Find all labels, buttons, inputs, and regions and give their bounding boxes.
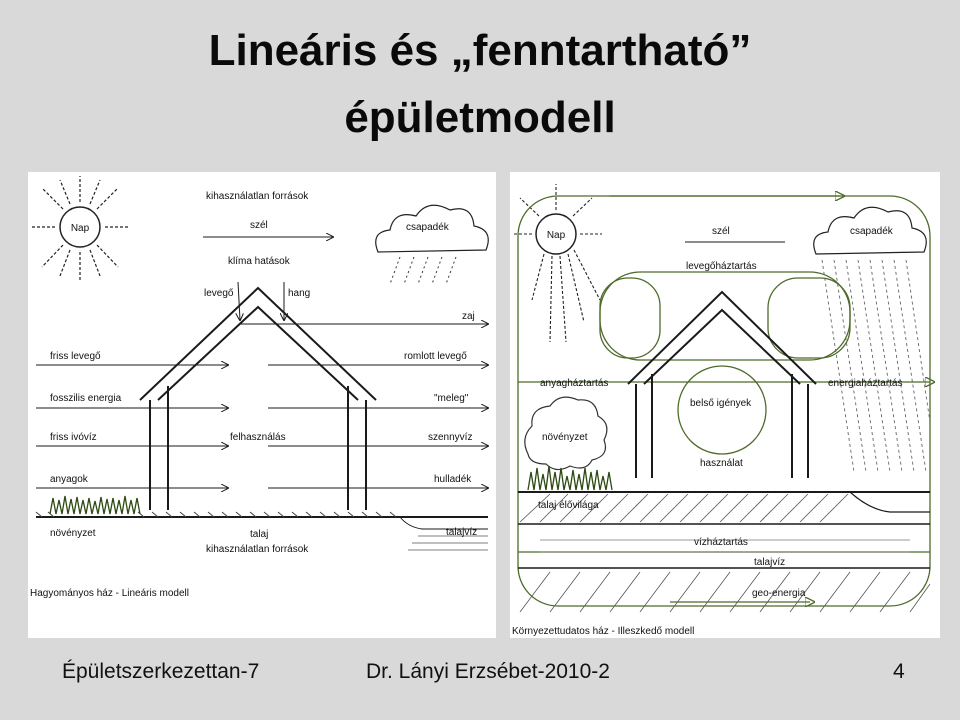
vegetation-label: növényzet [50, 528, 96, 539]
air-arrow [238, 281, 240, 320]
sound-label: hang [288, 288, 310, 299]
wind-label: szél [250, 220, 268, 231]
geothermal-label: geo-energia [752, 588, 806, 599]
slide-title-line-2: épületmodell [344, 93, 616, 142]
grass-icon [49, 495, 141, 515]
soil-life-label: talaj élővilága [538, 500, 599, 511]
ground-section [518, 491, 931, 613]
noise-label: zaj [462, 311, 475, 322]
spoiled-air-label: romlott levegő [404, 351, 467, 362]
precipitation-label: csapadék [850, 226, 894, 237]
material-balance-label: anyagháztartás [540, 378, 608, 389]
footer-course: Épületszerkezettan-7 [62, 660, 260, 683]
soil-label: talaj [250, 529, 268, 540]
sun-label: Nap [71, 223, 90, 234]
fossil-energy-label: fosszilis energia [50, 393, 122, 404]
sustainable-model-caption: Környezettudatos ház - Illeszkedő modell [512, 626, 694, 637]
unused-sources-bottom-label: kihasználatlan források [206, 544, 309, 555]
house-outline [139, 286, 377, 510]
sun-icon [514, 184, 602, 343]
waste-label: hulladék [434, 474, 472, 485]
groundwater-label: talajvíz [754, 557, 785, 568]
sewage-label: szennyvíz [428, 432, 472, 443]
slide-title-line-1: Lineáris és „fenntartható” [208, 26, 752, 75]
wind-label: szél [712, 226, 730, 237]
footer-author: Dr. Lányi Erzsébet-2010-2 [366, 660, 610, 683]
climate-label: klíma hatások [228, 256, 291, 267]
linear-model-diagram: Nap kihasználatlan források szél klíma h… [28, 172, 496, 638]
energy-balance-label: energiaháztartás [828, 378, 903, 389]
air-balance-label: levegőháztartás [686, 261, 757, 272]
inner-needs-label: belső igények [690, 398, 752, 409]
tree-icon [524, 396, 608, 471]
cloud-icon [375, 204, 489, 285]
linear-model-caption: Hagyományos ház - Lineáris modell [30, 588, 189, 599]
sun-icon [30, 176, 128, 280]
house-outline [627, 290, 817, 478]
sun-label: Nap [547, 230, 566, 241]
groundwater-label: talajvíz [446, 527, 477, 538]
unused-sources-top-label: kihasználatlan források [206, 191, 309, 202]
water-balance-label: vízháztartás [694, 537, 748, 548]
air-label: levegő [204, 288, 234, 299]
precipitation-label: csapadék [406, 222, 450, 233]
sustainable-model-diagram: Nap szél levegőháztartás csapadék [510, 172, 940, 638]
materials-label: anyagok [50, 474, 89, 485]
fresh-air-label: friss levegő [50, 351, 101, 362]
heat-label: "meleg" [434, 393, 469, 404]
usage-label: használat [700, 458, 743, 469]
fresh-water-label: friss ivóvíz [50, 432, 97, 443]
cloud-icon [813, 206, 931, 473]
page-number: 4 [893, 660, 905, 683]
vegetation-label: növényzet [542, 432, 588, 443]
ground-section [35, 511, 488, 551]
grass-icon [527, 465, 613, 491]
usage-label: felhasználás [230, 432, 286, 443]
